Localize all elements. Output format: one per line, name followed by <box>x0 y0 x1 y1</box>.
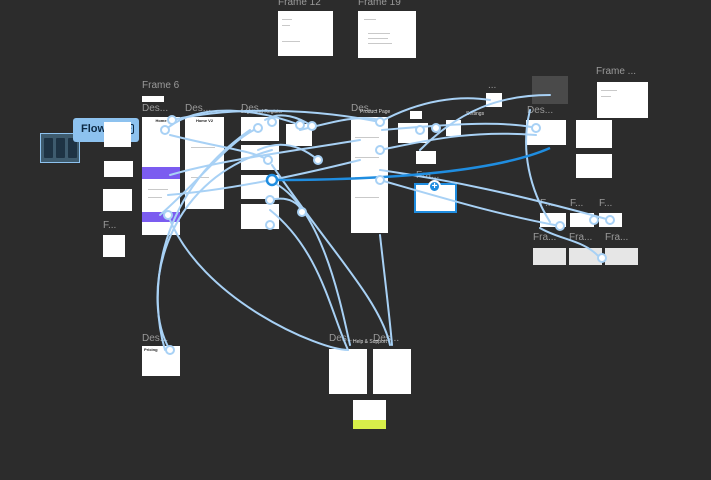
des-login-label[interactable]: Des... <box>241 103 268 114</box>
wire-node <box>253 123 263 133</box>
wire <box>525 109 551 223</box>
right-frame-3[interactable] <box>576 154 612 178</box>
frame-6-label[interactable]: Frame 6 <box>142 80 180 91</box>
frame-top-right-label[interactable]: Frame ... <box>596 66 637 77</box>
wire-node <box>531 123 541 133</box>
help-frame-3[interactable] <box>353 400 386 429</box>
wire-node <box>313 155 323 165</box>
wire-node <box>431 123 441 133</box>
product-page-frame[interactable] <box>351 117 388 233</box>
wire-node <box>605 215 615 225</box>
wire-node <box>165 345 175 355</box>
help-title: Help & Support <box>353 339 387 345</box>
selected-wire <box>271 146 551 182</box>
wire-node <box>295 120 305 130</box>
f-left-label[interactable]: F... <box>103 220 117 231</box>
wire-node <box>265 195 275 205</box>
des-product-label[interactable]: Des... <box>351 103 378 114</box>
wire <box>539 227 601 259</box>
wire <box>419 94 551 151</box>
login-title: Login and Register <box>241 109 283 115</box>
dark-thumbnail-frame[interactable] <box>532 76 568 104</box>
wire <box>164 109 301 131</box>
wire <box>167 159 361 196</box>
wire-node <box>265 220 275 230</box>
small-frame-b[interactable] <box>104 161 133 177</box>
des-right-label[interactable]: Des... <box>527 105 554 116</box>
frame-12[interactable] <box>278 11 333 56</box>
des-help2-label[interactable]: Des... <box>373 333 400 344</box>
wire <box>169 139 361 176</box>
f-mid2-label[interactable]: F... <box>570 198 584 209</box>
wire-node <box>415 125 425 135</box>
f-left-frame[interactable] <box>103 235 125 257</box>
wire-node <box>375 175 385 185</box>
f-mid2-frame[interactable] <box>570 213 594 227</box>
help-frame-2[interactable] <box>373 349 411 394</box>
wire-node <box>160 125 170 135</box>
small-frame-c[interactable] <box>103 189 132 211</box>
wire <box>267 179 351 346</box>
fra3-frame[interactable] <box>605 248 638 265</box>
wire-node <box>375 145 385 155</box>
frame-top-right[interactable] <box>597 82 648 118</box>
right-frame-2[interactable] <box>576 120 612 148</box>
fra-selected-label[interactable]: Fra... <box>416 170 440 181</box>
wire-node <box>163 210 173 220</box>
frame-19-label[interactable]: Frame 19 <box>358 0 401 8</box>
des-right-frame[interactable] <box>526 120 566 145</box>
home-title: Home <box>155 118 167 123</box>
des-pricing-label[interactable]: Des... <box>142 333 169 344</box>
wire <box>379 179 561 227</box>
selected-frame[interactable] <box>414 183 457 213</box>
settings-title: Settings <box>466 111 485 117</box>
des-home-label[interactable]: Des... <box>142 103 169 114</box>
frame-19[interactable] <box>358 11 416 58</box>
f-mid3-label[interactable]: F... <box>599 198 613 209</box>
fra1-label[interactable]: Fra... <box>533 232 557 243</box>
help-frame-1[interactable] <box>329 349 367 394</box>
wire <box>257 143 319 161</box>
wire-node <box>167 115 177 125</box>
product-title: Product Page <box>360 109 391 115</box>
wire-node <box>307 121 317 131</box>
wire-node <box>555 221 565 231</box>
des-help1-label[interactable]: Des... <box>329 333 356 344</box>
wire <box>379 132 537 151</box>
fra2-label[interactable]: Fra... <box>569 232 593 243</box>
dots-label[interactable]: ... <box>488 80 497 91</box>
small-frame-a[interactable] <box>104 122 131 147</box>
frame-6[interactable] <box>142 96 164 102</box>
wire <box>379 169 611 221</box>
wire-node <box>263 155 273 165</box>
home-v2-title: Home V2 <box>195 118 214 123</box>
wire-node <box>267 117 277 127</box>
des-home2-label[interactable]: Des... <box>185 103 212 114</box>
wire <box>159 127 259 216</box>
wire <box>269 209 349 351</box>
wire <box>156 149 273 351</box>
wire-node <box>375 117 385 127</box>
wire <box>271 164 391 346</box>
wire <box>167 214 349 351</box>
wire <box>381 122 537 131</box>
fra3-label[interactable]: Fra... <box>605 232 629 243</box>
wire-node <box>597 253 607 263</box>
wire <box>169 134 269 161</box>
product-side-frame-1[interactable] <box>410 111 422 119</box>
wire <box>379 97 491 123</box>
plus-icon[interactable]: + <box>428 180 441 193</box>
product-side-frame-3[interactable] <box>416 151 436 164</box>
fra1-frame[interactable] <box>533 248 566 265</box>
wire <box>379 234 393 346</box>
frame-12-label[interactable]: Frame 12 <box>278 0 321 8</box>
selected-wire-node <box>265 173 279 187</box>
wire-node <box>589 215 599 225</box>
wire-node <box>297 207 307 217</box>
pricing-title: Pricing <box>144 347 158 352</box>
